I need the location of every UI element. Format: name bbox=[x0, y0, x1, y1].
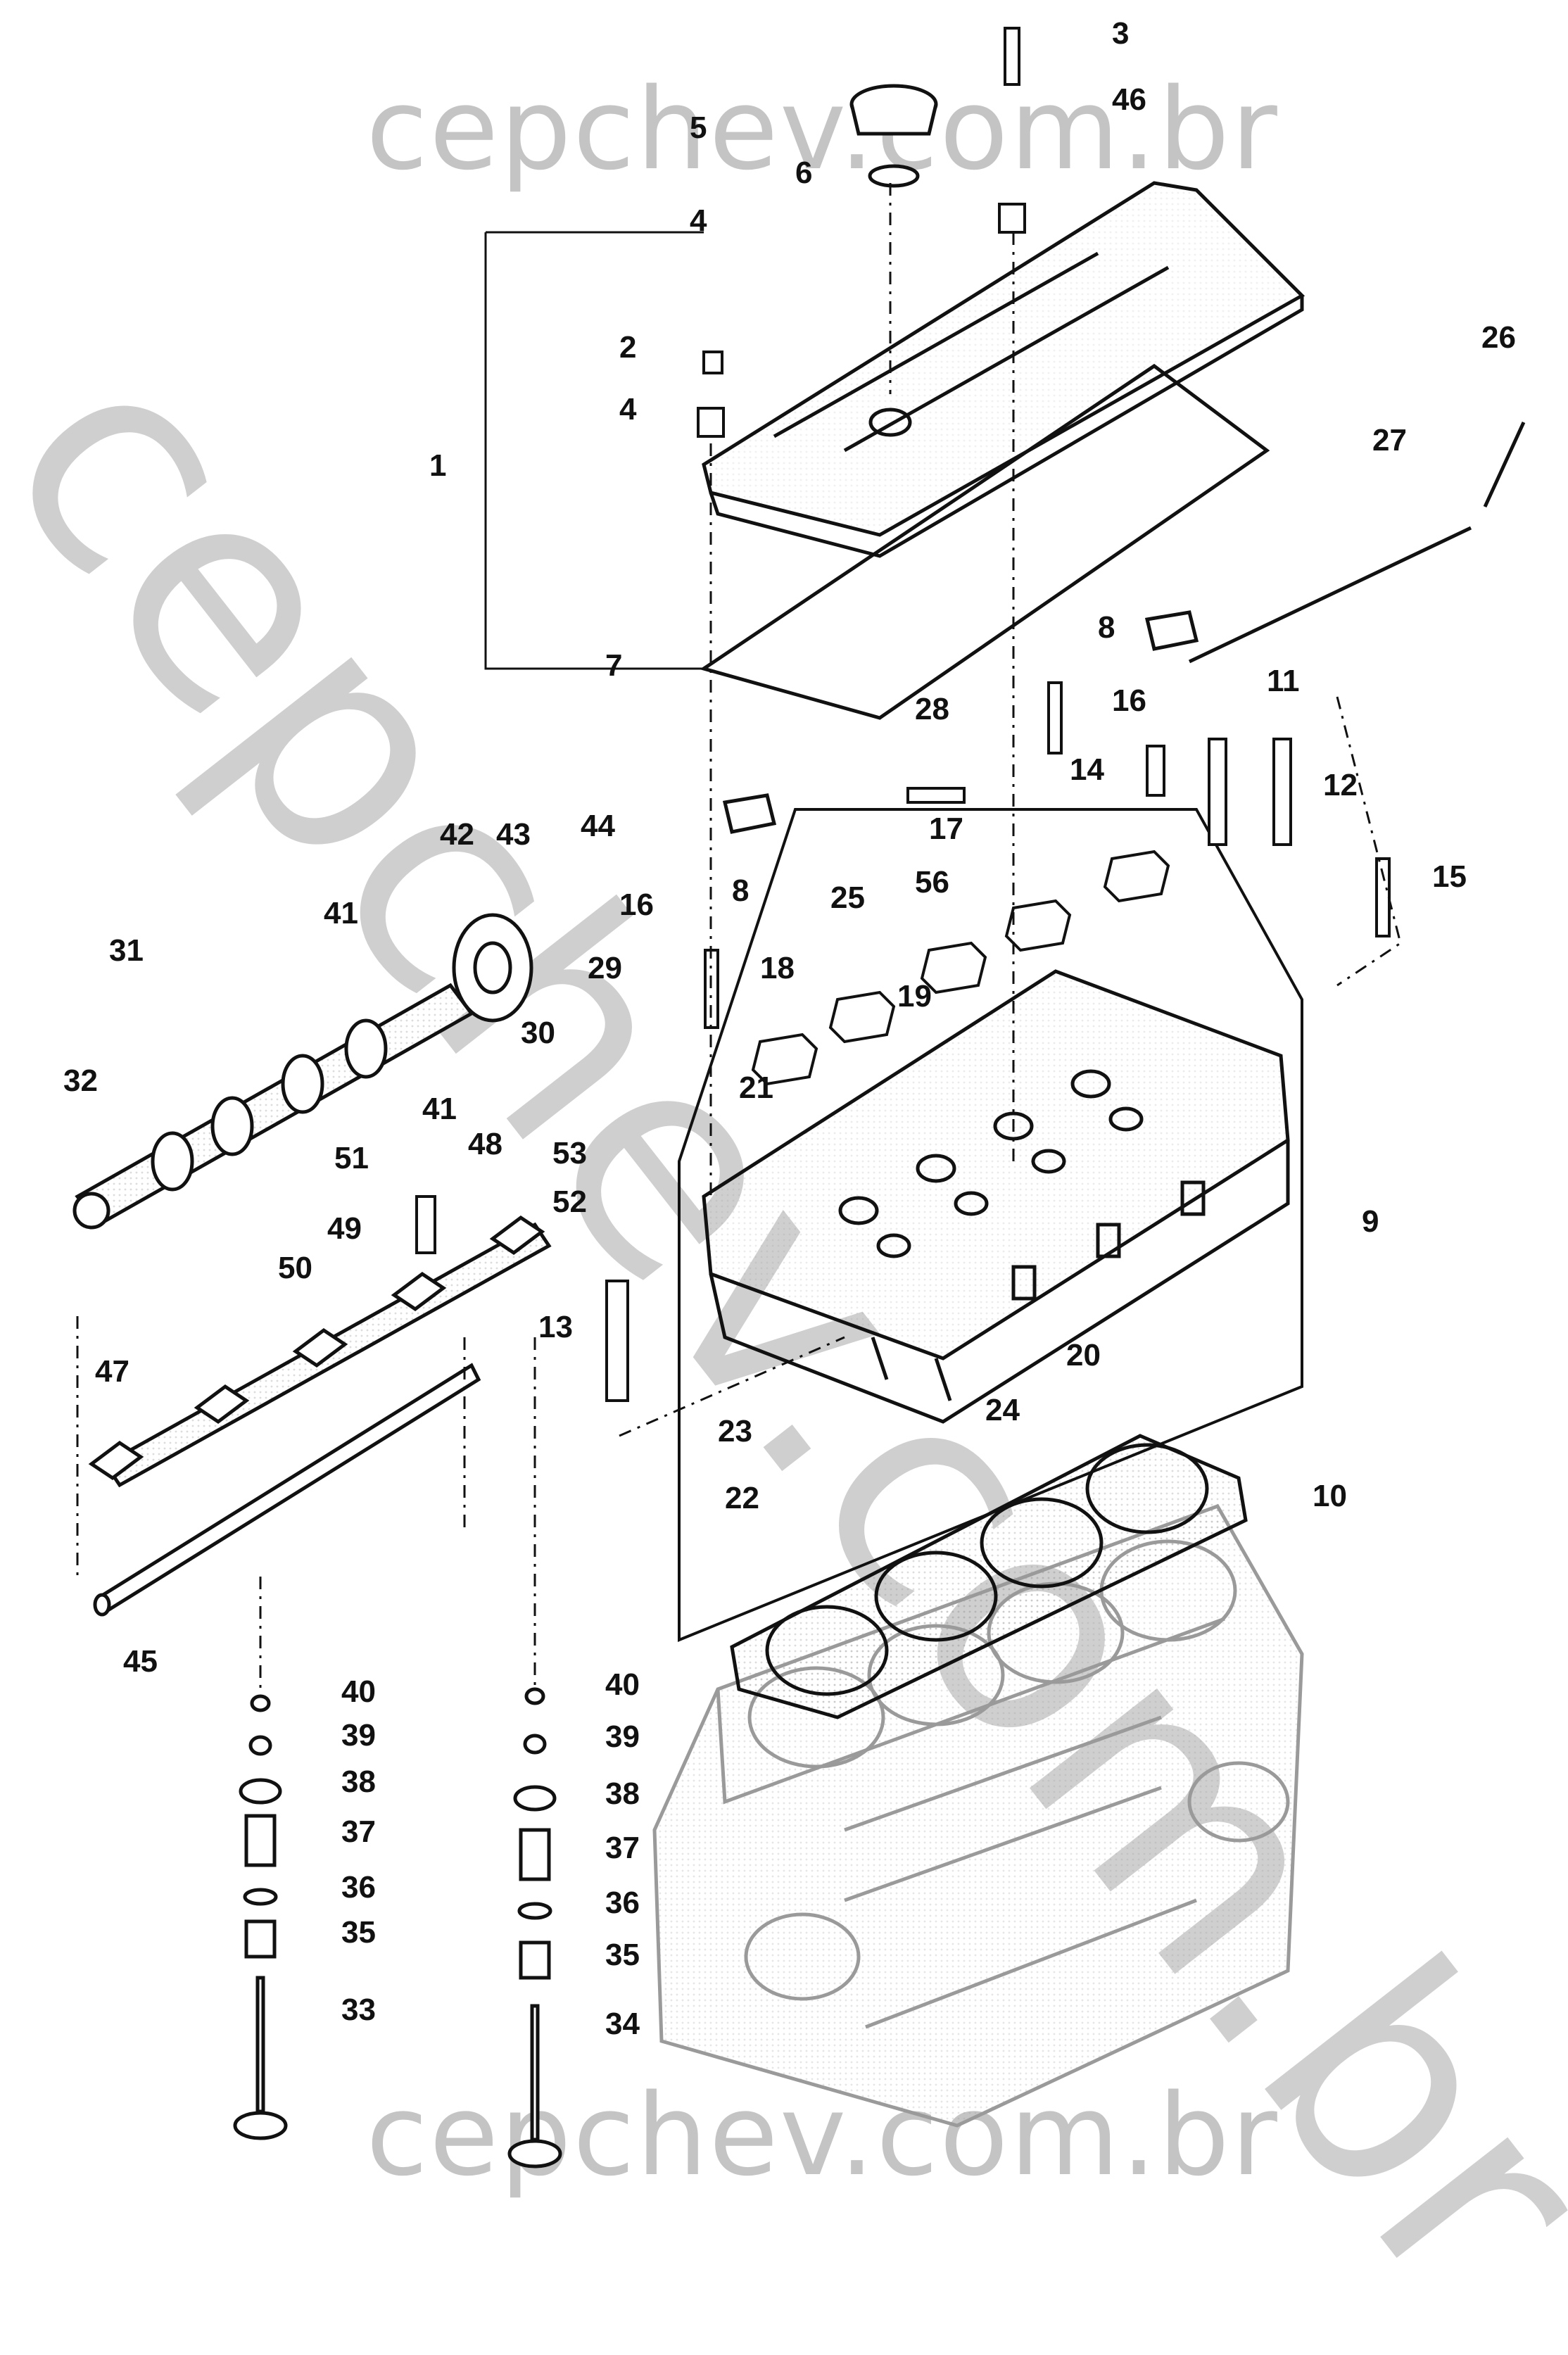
engine-head-exploded-view: 3465642417262781611281412158172556164443… bbox=[63, 16, 1526, 2168]
glow-plug-harness bbox=[722, 421, 1526, 834]
valve-cover bbox=[702, 181, 1305, 558]
exhaust-valve-stack bbox=[507, 1687, 562, 2168]
callout-label: 46 bbox=[1112, 82, 1146, 117]
intake-valve-stack bbox=[233, 1694, 288, 2140]
callout-label: 12 bbox=[1323, 768, 1358, 802]
callout-label: 39 bbox=[605, 1719, 640, 1754]
callout-label: 53 bbox=[552, 1136, 587, 1170]
callout-label: 19 bbox=[897, 979, 932, 1014]
watermark-bottom: cepchev.com.br bbox=[366, 2069, 1279, 2201]
callout-label: 42 bbox=[440, 817, 474, 852]
head-gasket bbox=[730, 1434, 1248, 1719]
callout-label: 36 bbox=[341, 1870, 376, 1905]
callout-label: 38 bbox=[341, 1764, 376, 1799]
callout-label: 7 bbox=[605, 648, 622, 683]
callout-label: 32 bbox=[63, 1063, 98, 1098]
callout-label: 45 bbox=[123, 1644, 158, 1679]
callout-label: 18 bbox=[760, 951, 795, 985]
callout-label: 47 bbox=[95, 1354, 129, 1389]
callout-label: 35 bbox=[341, 1915, 376, 1950]
callout-label: 14 bbox=[1070, 752, 1104, 787]
callout-label: 13 bbox=[538, 1310, 573, 1344]
callout-label: 43 bbox=[496, 817, 531, 852]
callout-label: 6 bbox=[795, 156, 812, 190]
callout-label: 17 bbox=[929, 812, 963, 846]
callout-label: 44 bbox=[581, 809, 615, 843]
callout-label: 38 bbox=[605, 1776, 640, 1811]
callout-label: 31 bbox=[109, 933, 144, 968]
callout-label: 49 bbox=[327, 1211, 362, 1246]
camshaft-gear bbox=[452, 913, 533, 1023]
camshaft bbox=[72, 983, 474, 1230]
cylinder-head-box bbox=[678, 808, 1303, 1642]
callout-label: 2 bbox=[619, 330, 636, 365]
exploded-parts-diagram: cepchev.com.br cepchev.com.br cepchev.co… bbox=[0, 16, 1568, 2355]
callout-label: 1 bbox=[429, 448, 446, 483]
callout-label: 34 bbox=[605, 2007, 640, 2041]
callout-label: 37 bbox=[605, 1831, 640, 1865]
callout-label: 52 bbox=[552, 1185, 587, 1219]
callout-label: 8 bbox=[1098, 610, 1115, 645]
callout-label: 41 bbox=[324, 896, 358, 930]
callout-label: 33 bbox=[341, 1993, 376, 2027]
callout-label: 23 bbox=[718, 1414, 752, 1448]
callout-label: 5 bbox=[690, 111, 707, 145]
callout-label: 15 bbox=[1432, 859, 1467, 894]
callout-label: 37 bbox=[341, 1814, 376, 1849]
callout-label: 35 bbox=[605, 1938, 640, 1972]
callout-label: 56 bbox=[915, 865, 949, 899]
callout-label: 4 bbox=[690, 203, 707, 238]
callout-label: 25 bbox=[830, 880, 865, 915]
callout-label: 29 bbox=[588, 951, 622, 985]
callout-label: 50 bbox=[278, 1251, 312, 1285]
callout-label: 3 bbox=[1112, 16, 1129, 51]
callout-label: 9 bbox=[1362, 1204, 1379, 1239]
callout-label: 11 bbox=[1267, 664, 1300, 698]
callout-label: 26 bbox=[1481, 320, 1516, 355]
leader-lines bbox=[76, 183, 1402, 1696]
callout-label: 27 bbox=[1372, 423, 1407, 457]
fasteners bbox=[415, 27, 1391, 1402]
callout-label: 8 bbox=[732, 873, 749, 908]
camshaft-caps bbox=[751, 850, 1170, 1086]
callout-label: 36 bbox=[605, 1886, 640, 1920]
callout-label: 28 bbox=[915, 692, 949, 726]
callout-label: 20 bbox=[1066, 1338, 1101, 1372]
callout-label: 40 bbox=[605, 1667, 640, 1702]
oil-filler-cap bbox=[849, 84, 938, 188]
callout-label: 30 bbox=[521, 1016, 555, 1050]
callout-label: 22 bbox=[725, 1481, 759, 1515]
valve-cover-gasket bbox=[700, 363, 1270, 720]
rocker-arm-assembly bbox=[88, 1215, 552, 1617]
callout-label: 51 bbox=[334, 1141, 369, 1175]
callout-label: 41 bbox=[422, 1092, 457, 1126]
callout-label: 21 bbox=[739, 1071, 773, 1105]
callout-label: 24 bbox=[985, 1393, 1020, 1427]
callout-label: 16 bbox=[619, 888, 654, 922]
callout-label: 39 bbox=[341, 1718, 376, 1753]
callout-label: 48 bbox=[468, 1127, 502, 1161]
callout-label: 16 bbox=[1112, 683, 1146, 718]
callout-label: 40 bbox=[341, 1674, 376, 1709]
callout-label: 10 bbox=[1313, 1479, 1347, 1513]
callout-label: 4 bbox=[619, 392, 637, 427]
watermark-top: cepchev.com.br bbox=[366, 63, 1279, 195]
